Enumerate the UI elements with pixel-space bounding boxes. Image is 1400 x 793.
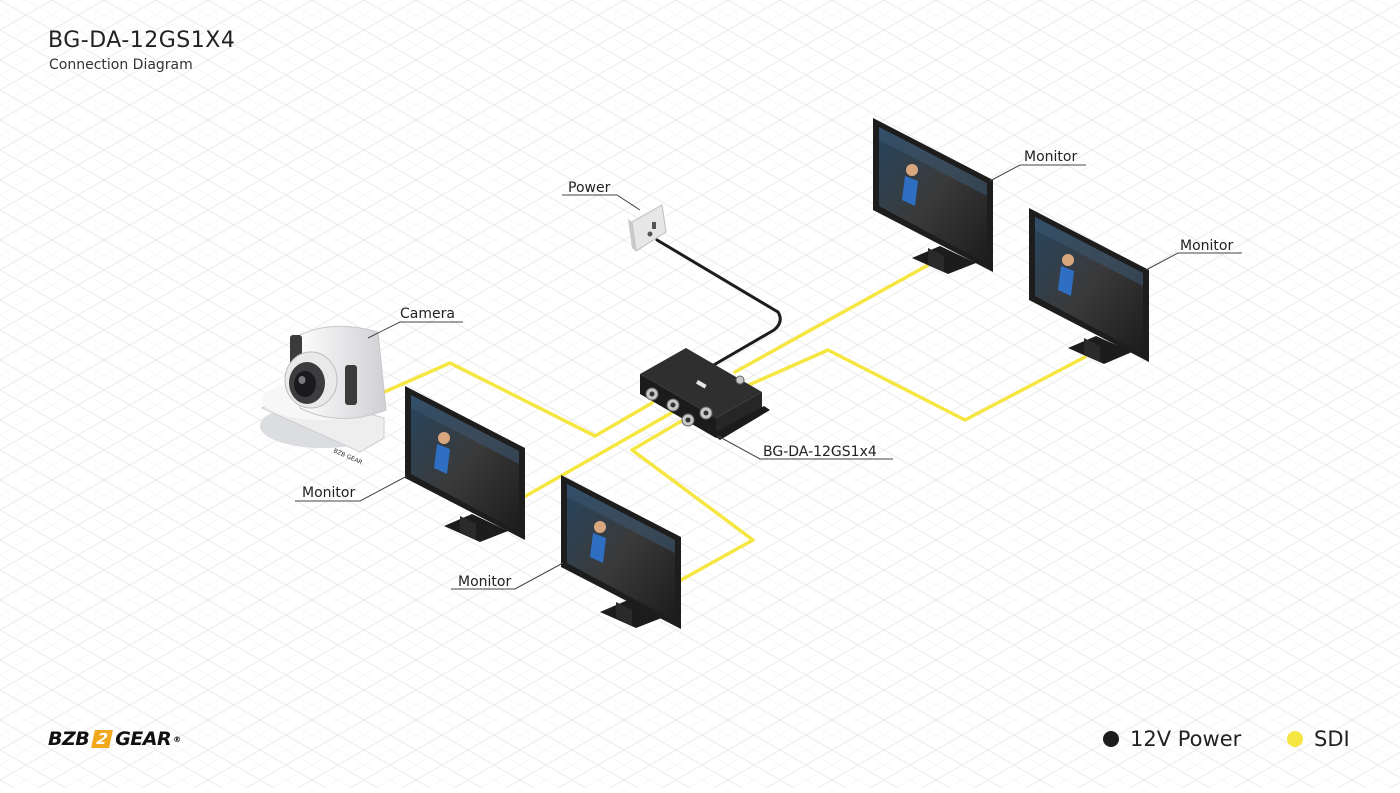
callout-leaders [295, 164, 1242, 590]
sdi-cable-device-to-monitor-bottom [630, 414, 755, 582]
legend-sdi-label: SDI [1314, 727, 1350, 751]
brand-prefix: BZB [48, 728, 90, 750]
power-color-dot [1103, 731, 1119, 747]
leader-device [717, 435, 893, 460]
label-monitor-bottom: Monitor [458, 574, 511, 590]
monitor-top [873, 118, 993, 274]
sdi-cables [380, 262, 1087, 582]
label-camera: Camera [400, 306, 455, 322]
ptz-camera: BZB GEAR [260, 325, 387, 466]
label-monitor-left: Monitor [302, 485, 355, 501]
sdi-cable-device-to-monitor-left [522, 406, 682, 499]
monitor-bottom [561, 475, 681, 629]
sdi-distribution-amplifier [640, 348, 770, 440]
sdi-cable-camera-to-device [380, 361, 654, 438]
label-power: Power [568, 180, 611, 196]
label-device: BG-DA-12GS1x4 [763, 444, 877, 460]
leader-monitor-top [989, 164, 1086, 182]
monitor-right [1029, 208, 1149, 364]
brand-suffix: GEAR [115, 728, 172, 750]
diagram-subtitle: Connection Diagram [49, 57, 193, 73]
leader-monitor-left [295, 475, 408, 502]
brand-mark: 2 [91, 730, 114, 748]
sdi-cable-device-to-monitor-top [733, 262, 932, 374]
leader-camera [367, 321, 463, 339]
legend-item-sdi: SDI [1287, 727, 1350, 751]
leader-monitor-right [1145, 252, 1242, 271]
diagram-title: BG-DA-12GS1X4 [48, 28, 236, 53]
sdi-color-dot [1287, 731, 1303, 747]
label-monitor-right: Monitor [1180, 238, 1233, 254]
legend-power-label: 12V Power [1130, 727, 1242, 751]
monitor-left [405, 386, 525, 542]
label-monitor-top: Monitor [1024, 149, 1077, 165]
power-cable [655, 238, 782, 368]
sdi-cable-device-to-monitor-right [740, 348, 1087, 422]
brand-registered: ® [173, 734, 181, 744]
leader-power [562, 194, 641, 211]
power-outlet [628, 204, 667, 252]
legend-item-power: 12V Power [1103, 727, 1241, 751]
leader-monitor-bottom [451, 562, 564, 590]
